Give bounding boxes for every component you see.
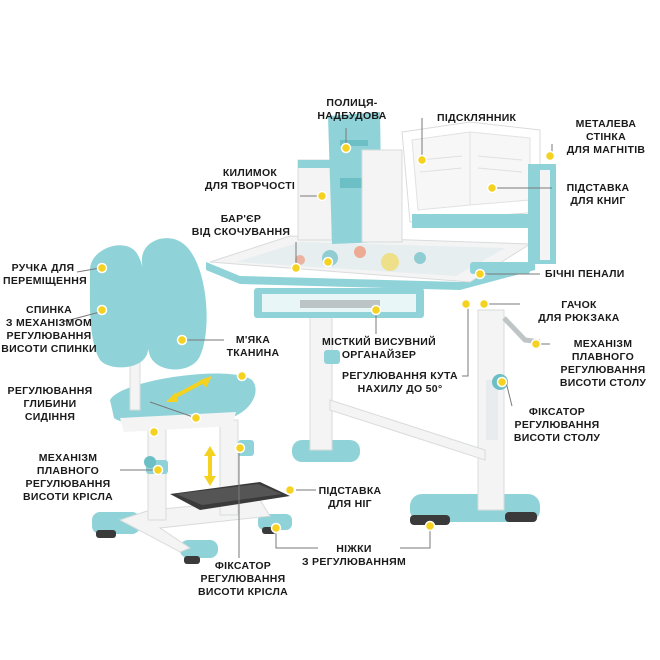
- label-desk-height-lock: ФІКСАТОР РЕГУЛЮВАННЯ ВИСОТИ СТОЛУ: [513, 406, 601, 444]
- chair-foot-right: [180, 540, 218, 558]
- marker-hook: [478, 298, 490, 310]
- marker-chair-col: [148, 426, 160, 438]
- hutch-right: [361, 149, 403, 243]
- chair-backrest-right: [141, 238, 207, 370]
- desk-left-column: [309, 309, 333, 451]
- label-chair-height-lock: ФІКСАТОР РЕГУЛЮВАННЯ ВИСОТИ КРІСЛА: [198, 560, 288, 598]
- side-case: [470, 262, 530, 274]
- marker-seat: [236, 370, 248, 382]
- label-footrest: ПІДСТАВКА ДЛЯ НІГ: [318, 485, 382, 510]
- marker-mat: [322, 256, 334, 268]
- marker-backrest: [96, 304, 108, 316]
- marker-glass-holder: [416, 154, 428, 166]
- label-side-cases: БІЧНІ ПЕНАЛИ: [545, 268, 625, 280]
- label-barrier: БАР'ЄР ВІД СКОЧУВАННЯ: [191, 213, 291, 238]
- marker-shelf: [340, 142, 352, 154]
- marker-book-stand: [486, 182, 498, 194]
- chair-foot-back: [258, 514, 292, 530]
- hutch-left: [297, 159, 333, 241]
- marker-chair-lock: [234, 442, 246, 454]
- marker-handle: [96, 262, 108, 274]
- marker-creative-mat: [316, 190, 328, 202]
- marker-desk-leg: [424, 520, 436, 532]
- label-carry-handle: РУЧКА ДЛЯ ПЕРЕМІЩЕННЯ: [3, 262, 87, 287]
- label-creative-mat: КИЛИМОК ДЛЯ ТВОРЧОСТІ: [204, 167, 296, 192]
- marker-seat-depth: [190, 412, 202, 424]
- label-metal-wall: МЕТАЛЕВА СТІНКА ДЛЯ МАГНІТІВ: [566, 118, 646, 156]
- label-seat-depth: РЕГУЛЮВАННЯ ГЛИБИНИ СИДІННЯ: [7, 385, 93, 423]
- desk: [206, 112, 556, 525]
- label-backrest: СПИНКА З МЕХАНІЗМОМ РЕГУЛЮВАННЯ ВИСОТИ С…: [1, 304, 97, 355]
- chair: [89, 238, 292, 564]
- label-backpack-hook: ГАЧОК ДЛЯ РЮКЗАКА: [538, 299, 620, 324]
- marker-metal-wall: [544, 150, 556, 162]
- marker-drawer: [370, 304, 382, 316]
- label-desk-height-mechanism: МЕХАНІЗМ ПЛАВНОГО РЕГУЛЮВАННЯ ВИСОТИ СТО…: [559, 338, 647, 389]
- marker-side-cases: [474, 268, 486, 280]
- label-book-stand: ПІДСТАВКА ДЛЯ КНИГ: [566, 182, 630, 207]
- label-glass-holder: ПІДСКЛЯННИК: [437, 112, 517, 124]
- label-drawer: МІСТКИЙ ВИСУВНИЙ ОРГАНАЙЗЕР: [322, 336, 436, 361]
- label-shelf: ПОЛИЦЯ- НАДБУДОВА: [317, 97, 387, 122]
- marker-desk-mechanism: [530, 338, 542, 350]
- label-tilt-angle: РЕГУЛЮВАННЯ КУТА НАХИЛУ ДО 50°: [342, 370, 458, 395]
- label-soft-fabric: М'ЯКА ТКАНИНА: [226, 334, 280, 359]
- markers: [96, 142, 556, 534]
- marker-footrest: [284, 484, 296, 496]
- marker-chair-mechanism: [152, 464, 164, 476]
- height-arrow-icon: [204, 446, 216, 486]
- marker-desk-lock: [496, 376, 508, 388]
- depth-arrow-icon: [166, 376, 212, 402]
- chair-seat: [110, 373, 256, 426]
- leader-lines: [61, 118, 553, 558]
- desk-left-foot: [292, 440, 360, 462]
- chair-backrest-left: [89, 245, 149, 368]
- marker-hook2: [460, 298, 472, 310]
- marker-fabric: [176, 334, 188, 346]
- label-adjustable-legs: НІЖКИ З РЕГУЛЮВАННЯМ: [301, 543, 407, 568]
- marker-chair-leg: [270, 522, 282, 534]
- marker-barrier: [290, 262, 302, 274]
- label-chair-height-mechanism: МЕХАНІЗМ ПЛАВНОГО РЕГУЛЮВАННЯ ВИСОТИ КРІ…: [23, 452, 113, 503]
